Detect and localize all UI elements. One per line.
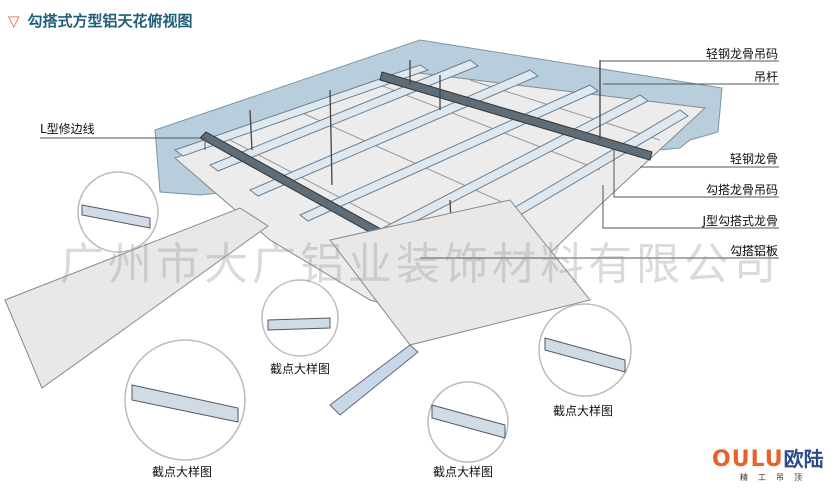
logo-slogan: 精工吊顶 xyxy=(740,473,812,482)
detail-keels xyxy=(81,204,626,439)
label-hook-hanger: 勾搭龙骨吊码 xyxy=(705,183,778,197)
label-j-keel: J型勾搭式龙骨 xyxy=(702,214,778,228)
logo-brand-cn: 欧陆 xyxy=(783,447,824,471)
watermark: 广州市大广铝业装饰材料有限公司 xyxy=(60,239,780,290)
label-l-edge: L型修边线 xyxy=(40,122,95,136)
label-rod: 吊杆 xyxy=(753,70,778,84)
steel-keels xyxy=(199,71,653,261)
title-text: 勾搭式方型铝天花俯视图 xyxy=(27,12,193,30)
label-steel-keel: 轻钢龙骨 xyxy=(729,152,778,166)
label-panel: 勾搭铝板 xyxy=(729,244,778,258)
label-detail-4: 截点大样图 xyxy=(553,404,614,418)
page-title: ▽ 勾搭式方型铝天花俯视图 xyxy=(8,10,193,31)
triangle-down-icon: ▽ xyxy=(8,11,20,30)
label-detail-1: 截点大样图 xyxy=(270,362,331,376)
brand-logo: OULU欧陆 精工吊顶 xyxy=(712,443,824,483)
label-steel-hanger: 轻钢龙骨吊码 xyxy=(705,47,778,61)
logo-brand: OULU xyxy=(712,447,784,472)
hanger-rods xyxy=(249,60,601,246)
label-detail-2: 截点大样图 xyxy=(152,465,213,479)
loose-panel-middle xyxy=(329,199,591,346)
loose-keel xyxy=(329,344,419,416)
label-detail-3: 截点大样图 xyxy=(433,465,494,479)
loose-panel-left xyxy=(4,207,269,389)
leader-lines xyxy=(40,60,779,259)
